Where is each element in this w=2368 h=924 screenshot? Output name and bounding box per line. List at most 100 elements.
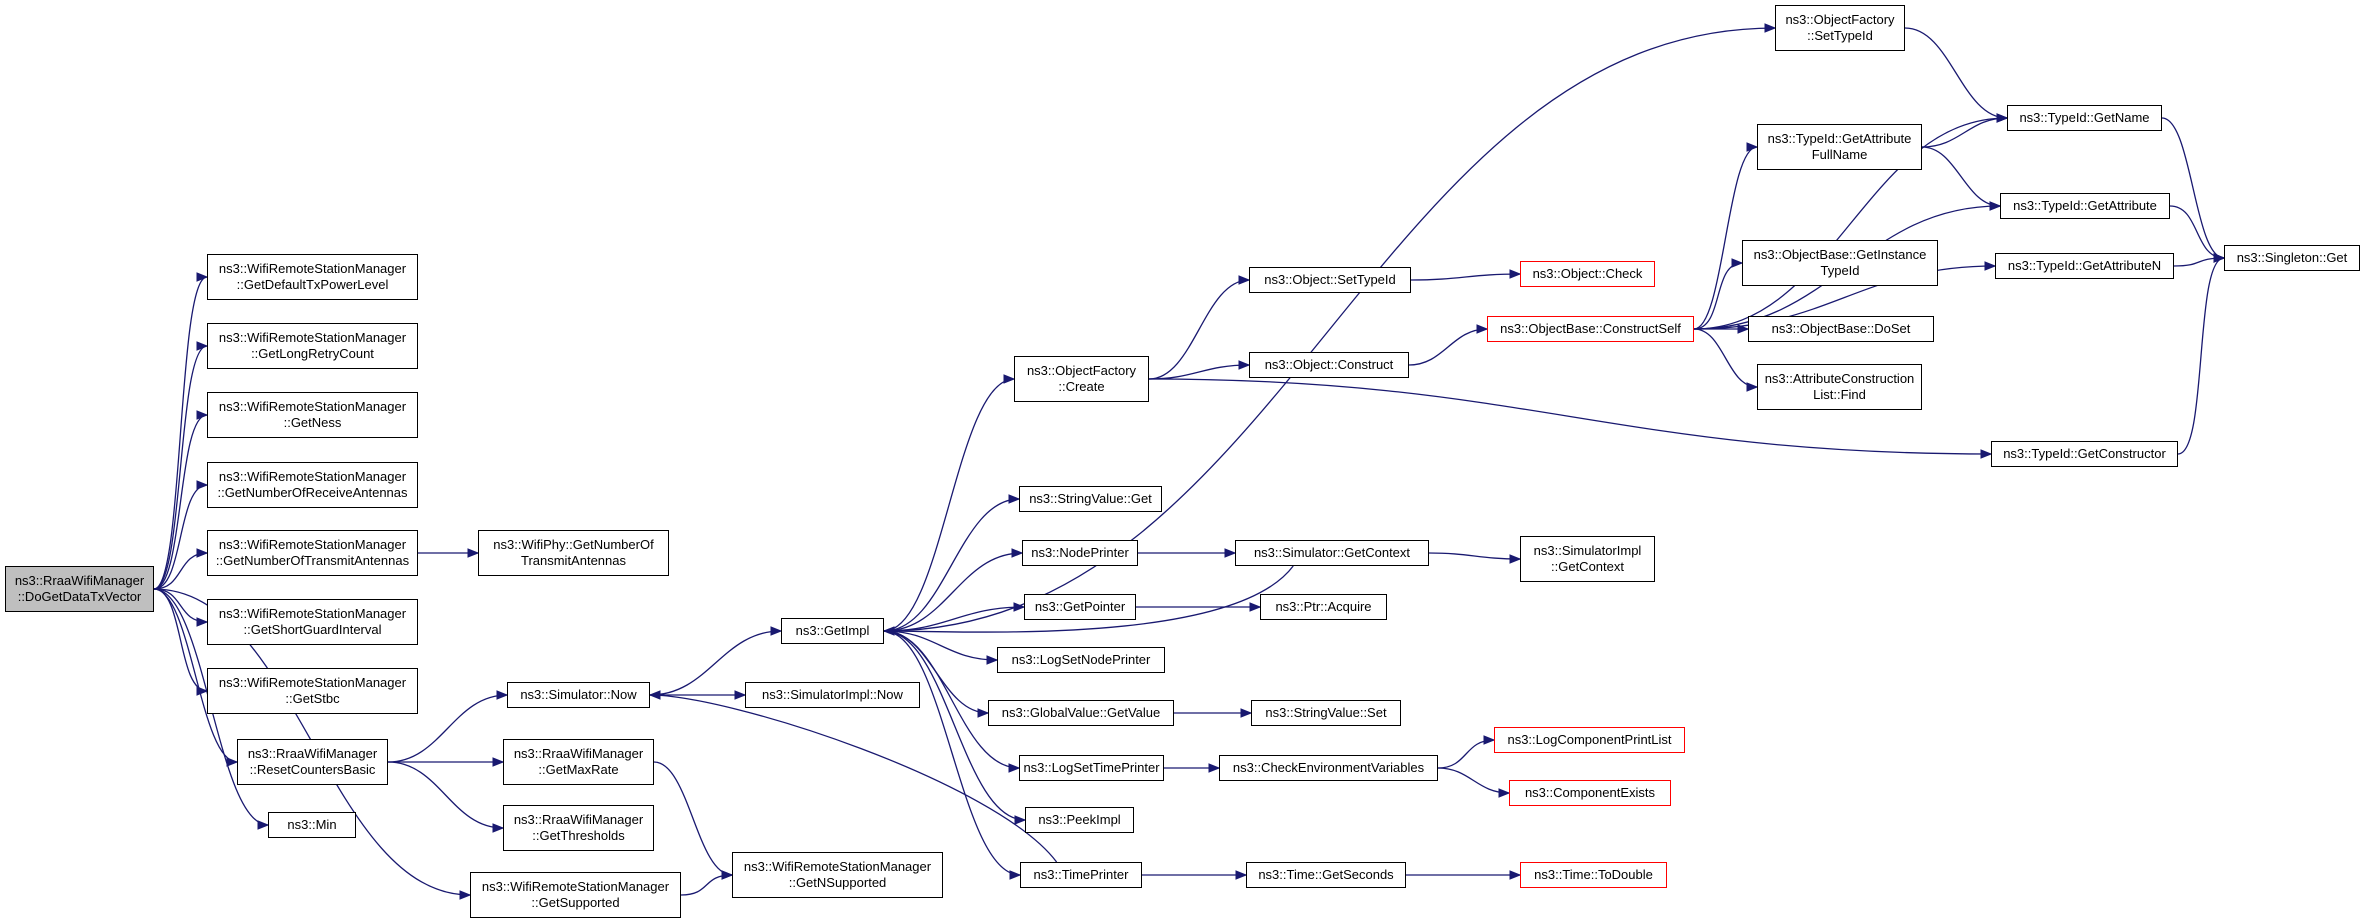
graph-node-strValSet[interactable]: ns3::StringValue::Set [1251, 700, 1401, 726]
arrowhead-tidGetAttrFull-to-tidGetName [1996, 113, 2009, 123]
graph-node-tidGetCtor[interactable]: ns3::TypeId::GetConstructor [1991, 441, 2178, 467]
arrowhead-obConstructSelf-to-obGetInstTid [1731, 258, 1744, 268]
edge-root-to-getSGI [153, 588, 208, 623]
graph-node-logCompPrint[interactable]: ns3::LogComponentPrintList [1494, 727, 1685, 753]
graph-node-logSetNode[interactable]: ns3::LogSetNodePrinter [997, 647, 1165, 673]
graph-node-peekImpl[interactable]: ns3::PeekImpl [1025, 807, 1134, 833]
graph-node-min[interactable]: ns3::Min [268, 812, 356, 838]
graph-node-objConstruct[interactable]: ns3::Object::Construct [1249, 352, 1409, 378]
graph-node-getNumRx[interactable]: ns3::WifiRemoteStationManager ::GetNumbe… [207, 462, 418, 508]
graph-node-obDoSet[interactable]: ns3::ObjectBase::DoSet [1748, 316, 1934, 342]
graph-node-singletonGet[interactable]: ns3::Singleton::Get [2224, 245, 2360, 271]
edge-getImpl-to-strValGet [883, 498, 1020, 632]
arrowhead-tidGetAttrFull-to-tidGetAttr [1989, 201, 2002, 211]
arrowhead-checkEnv-to-compExists [1498, 788, 1511, 798]
graph-node-compExists[interactable]: ns3::ComponentExists [1509, 780, 1671, 806]
edge-ofCreate-to-objConstruct [1148, 364, 1250, 380]
graph-node-obGetInstTid[interactable]: ns3::ObjectBase::GetInstance TypeId [1742, 240, 1938, 286]
arrowhead-objSetTypeId-to-objCheck [1509, 269, 1522, 279]
arrowhead-simGetContext-to-simImplGetContext [1509, 554, 1522, 564]
edge-getImpl-to-peekImpl [883, 630, 1026, 821]
edge-resetCounters-to-getThresholds [387, 761, 504, 829]
graph-node-getNumTx[interactable]: ns3::WifiRemoteStationManager ::GetNumbe… [207, 530, 418, 576]
arrowhead-obConstructSelf-to-acFind [1746, 382, 1759, 392]
edge-checkEnv-to-logCompPrint [1437, 739, 1495, 769]
graph-node-getThresholds[interactable]: ns3::RraaWifiManager ::GetThresholds [503, 805, 654, 851]
arrowhead-obConstructSelf-to-tidGetAttrFull [1746, 142, 1759, 152]
graph-node-gvGetValue[interactable]: ns3::GlobalValue::GetValue [988, 700, 1174, 726]
edge-getImpl-to-nodePrinter [883, 552, 1023, 632]
edge-resetCounters-to-simNow [387, 694, 508, 763]
graph-node-timeToDouble[interactable]: ns3::Time::ToDouble [1520, 862, 1667, 888]
graph-node-getStbc[interactable]: ns3::WifiRemoteStationManager ::GetStbc [207, 668, 418, 714]
arrowhead-getPointer-to-ptrAcquire [1249, 602, 1262, 612]
graph-node-ptrAcquire[interactable]: ns3::Ptr::Acquire [1260, 594, 1387, 620]
edge-tidGetAttrFull-to-tidGetAttr [1921, 146, 2001, 207]
graph-node-getPointer[interactable]: ns3::GetPointer [1024, 594, 1136, 620]
arrowhead-resetCounters-to-getThresholds [492, 823, 505, 833]
arrowhead-obConstructSelf-to-tidGetAttrN [1984, 261, 1997, 271]
edge-objSetTypeId-to-objCheck [1410, 273, 1521, 281]
arrowhead-root-to-getNess [196, 410, 209, 420]
arrowhead-timeGetSeconds-to-timeToDouble [1509, 870, 1522, 880]
graph-node-resetCounters[interactable]: ns3::RraaWifiManager ::ResetCountersBasi… [237, 739, 388, 785]
arrowhead-getImpl-to-strValGet [1008, 494, 1021, 504]
graph-node-getSGI[interactable]: ns3::WifiRemoteStationManager ::GetShort… [207, 599, 418, 645]
graph-node-objSetTypeId[interactable]: ns3::Object::SetTypeId [1249, 267, 1411, 293]
graph-node-acFind[interactable]: ns3::AttributeConstruction List::Find [1757, 364, 1922, 410]
graph-node-tidGetAttrFull[interactable]: ns3::TypeId::GetAttribute FullName [1757, 124, 1922, 170]
graph-node-tidGetAttrN[interactable]: ns3::TypeId::GetAttributeN [1995, 253, 2174, 279]
graph-node-phyNumTx[interactable]: ns3::WifiPhy::GetNumberOf TransmitAntenn… [478, 530, 669, 576]
arrowhead-simGetContext-to-getImpl [882, 626, 895, 636]
graph-node-ofCreate[interactable]: ns3::ObjectFactory ::Create [1014, 356, 1149, 402]
edge-simGetContext-to-getImpl [883, 565, 1294, 633]
graph-node-checkEnv[interactable]: ns3::CheckEnvironmentVariables [1219, 755, 1438, 781]
graph-node-simNow[interactable]: ns3::Simulator::Now [507, 682, 650, 708]
edge-obConstructSelf-to-obGetInstTid [1693, 262, 1743, 330]
graph-node-objCheck[interactable]: ns3::Object::Check [1520, 261, 1655, 287]
graph-node-getNess[interactable]: ns3::WifiRemoteStationManager ::GetNess [207, 392, 418, 438]
graph-node-getDefTx[interactable]: ns3::WifiRemoteStationManager ::GetDefau… [207, 254, 418, 300]
edge-objConstruct-to-obConstructSelf [1408, 328, 1488, 366]
graph-node-getSupported[interactable]: ns3::WifiRemoteStationManager ::GetSuppo… [470, 872, 681, 918]
arrowhead-getImpl-to-logSetNode [986, 655, 999, 665]
arrowhead-getImpl-to-timePrinter [1009, 870, 1022, 880]
graph-node-timePrinter[interactable]: ns3::TimePrinter [1020, 862, 1142, 888]
graph-node-strValGet[interactable]: ns3::StringValue::Get [1019, 486, 1162, 512]
arrowhead-ofCreate-to-tidGetCtor [1980, 449, 1993, 459]
arrowhead-simNow-to-getImpl [770, 626, 783, 636]
arrowhead-logSetTime-to-checkEnv [1208, 763, 1221, 773]
edge-simNow-to-getImpl [649, 630, 782, 696]
edge-tidGetAttrFull-to-tidGetName [1921, 117, 2008, 148]
graph-node-tidGetAttr[interactable]: ns3::TypeId::GetAttribute [2000, 193, 2170, 219]
graph-node-root: ns3::RraaWifiManager ::DoGetDataTxVector [5, 566, 154, 612]
edge-obConstructSelf-to-tidGetAttrN [1693, 265, 1996, 330]
edge-tidGetCtor-to-singletonGet [2177, 257, 2225, 455]
edge-ofCreate-to-objSetTypeId [1148, 279, 1250, 380]
edge-root-to-getDefTx [153, 276, 208, 590]
arrowhead-ofCreate-to-objSetTypeId [1238, 275, 1251, 285]
arrowhead-resetCounters-to-getMaxRate [492, 757, 505, 767]
graph-node-tidGetName[interactable]: ns3::TypeId::GetName [2007, 105, 2162, 131]
graph-node-logSetTime[interactable]: ns3::LogSetTimePrinter [1019, 755, 1164, 781]
edge-ofCreate-to-tidGetCtor [1148, 378, 1992, 455]
arrowhead-timePrinter-to-timeGetSeconds [1235, 870, 1248, 880]
edge-tidGetName-to-singletonGet [2161, 117, 2225, 259]
graph-node-simImplNow[interactable]: ns3::SimulatorImpl::Now [745, 682, 920, 708]
graph-node-timeGetSeconds[interactable]: ns3::Time::GetSeconds [1246, 862, 1406, 888]
arrowhead-resetCounters-to-simNow [496, 690, 509, 700]
graph-node-getLongRetry[interactable]: ns3::WifiRemoteStationManager ::GetLongR… [207, 323, 418, 369]
graph-node-getMaxRate[interactable]: ns3::RraaWifiManager ::GetMaxRate [503, 739, 654, 785]
graph-node-getImpl[interactable]: ns3::GetImpl [781, 618, 884, 644]
arrowhead-obConstructSelf-to-obDoSet [1737, 324, 1750, 334]
graph-node-obConstructSelf[interactable]: ns3::ObjectBase::ConstructSelf [1487, 316, 1694, 342]
graph-node-getNSupported[interactable]: ns3::WifiRemoteStationManager ::GetNSupp… [732, 852, 943, 898]
graph-node-ofSetTypeId[interactable]: ns3::ObjectFactory ::SetTypeId [1775, 5, 1905, 51]
graph-node-nodePrinter[interactable]: ns3::NodePrinter [1022, 540, 1138, 566]
graph-node-simImplGetContext[interactable]: ns3::SimulatorImpl ::GetContext [1520, 536, 1655, 582]
graph-node-simGetContext[interactable]: ns3::Simulator::GetContext [1235, 540, 1429, 566]
edge-simGetContext-to-simImplGetContext [1428, 552, 1521, 560]
arrowhead-ofCreate-to-objConstruct [1238, 360, 1251, 370]
arrowhead-objConstruct-to-obConstructSelf [1476, 324, 1489, 334]
